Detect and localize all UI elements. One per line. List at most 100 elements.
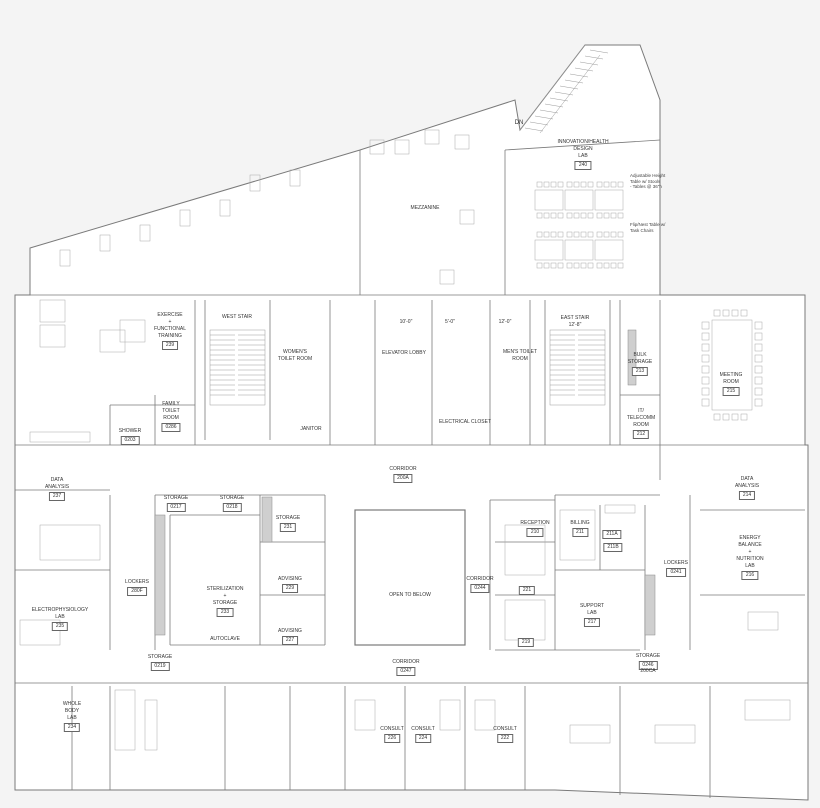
- room-number: 240: [574, 161, 592, 170]
- chair: [543, 181, 550, 188]
- table: [354, 699, 376, 731]
- chair: [617, 181, 624, 188]
- table: [534, 189, 564, 211]
- walls: [15, 139, 808, 798]
- exercise-machine: [289, 169, 301, 187]
- stair-tread: [554, 91, 574, 96]
- room-number: 229: [281, 584, 299, 593]
- room-number: 215: [722, 387, 740, 396]
- table: [564, 189, 594, 211]
- room-number: 227: [281, 636, 299, 645]
- chair: [731, 413, 739, 421]
- room-number: 280F: [127, 587, 147, 596]
- chair: [701, 343, 710, 352]
- desk: [559, 509, 596, 561]
- room-name: BILLING: [570, 520, 590, 526]
- room-name: CORRIDOR: [389, 466, 417, 472]
- room-room-219: 219: [517, 637, 535, 647]
- room-name: STERILIZATION + STORAGE: [206, 586, 244, 606]
- chair: [580, 262, 587, 269]
- room-number: 0247: [396, 667, 416, 676]
- chair: [580, 212, 587, 219]
- table: [439, 699, 461, 731]
- room-elevator-lobby: ELEVATOR LOBBY: [382, 350, 426, 357]
- chair: [617, 231, 624, 238]
- chair: [701, 365, 710, 374]
- room-name: FAMILY TOILET ROOM: [162, 401, 180, 421]
- room-electrical-closet: ELECTRICAL CLOSET: [439, 419, 491, 426]
- seating: [394, 139, 410, 155]
- room-name: STORAGE: [219, 495, 245, 501]
- room-number: 0246: [638, 661, 658, 670]
- stair-tread: [559, 85, 579, 90]
- chair: [603, 212, 610, 219]
- exam-table: [114, 689, 136, 751]
- chair: [536, 212, 543, 219]
- room-number: 0244: [470, 584, 490, 593]
- room-corridor-0244: CORRIDOR 0244: [466, 576, 494, 593]
- room-name: ELECTRICAL CLOSET: [438, 419, 492, 425]
- exercise-machine: [119, 319, 146, 343]
- storage-0246-sublabel: 200CA: [640, 668, 656, 674]
- seating: [369, 139, 385, 155]
- chair: [617, 262, 624, 269]
- room-name: ADVISING: [278, 628, 302, 634]
- room-number: 0241: [666, 568, 686, 577]
- chair: [587, 231, 594, 238]
- table: [747, 611, 779, 631]
- stair-tread: [529, 121, 549, 126]
- room-number: 0286: [161, 423, 181, 432]
- chair: [603, 231, 610, 238]
- room-number: 200A: [393, 474, 413, 483]
- room-womens-toilet: WOMEN'S TOILET ROOM: [278, 349, 312, 363]
- chair: [731, 309, 739, 317]
- table: [504, 524, 546, 576]
- room-advising-227: ADVISING 227: [278, 628, 302, 645]
- room-autoclave: AUTOCLAVE: [210, 636, 240, 643]
- chair: [722, 413, 730, 421]
- room-number: 235: [51, 622, 69, 631]
- room-number: 213: [631, 367, 649, 376]
- room-family-toilet: FAMILY TOILET ROOM 0286: [161, 401, 181, 432]
- seating: [454, 134, 470, 150]
- exercise-machine: [179, 209, 191, 227]
- counter: [744, 699, 791, 721]
- chair: [754, 398, 763, 407]
- room-name: MEZZANINE: [410, 205, 440, 211]
- chair: [754, 343, 763, 352]
- room-name: LOCKERS: [664, 560, 688, 566]
- room-meeting-room: MEETING ROOM 215: [719, 372, 743, 396]
- chair: [617, 212, 624, 219]
- chair: [543, 231, 550, 238]
- table: [564, 239, 594, 261]
- chair: [587, 262, 594, 269]
- room-number: 234: [63, 723, 81, 732]
- room-name: MEETING ROOM: [719, 372, 743, 385]
- room-name: RECEPTION: [520, 520, 550, 526]
- room-name: EAST STAIR 12'-8": [560, 315, 590, 328]
- chair: [603, 181, 610, 188]
- exercise-machine: [99, 329, 126, 353]
- chair: [550, 262, 557, 269]
- chair: [701, 321, 710, 330]
- room-number: 0203: [120, 436, 140, 445]
- room-name: JANITOR: [300, 426, 322, 432]
- chair: [701, 354, 710, 363]
- room-name: ELEVATOR LOBBY: [382, 350, 426, 356]
- chair: [596, 231, 603, 238]
- room-name: STORAGE: [147, 654, 173, 660]
- chair: [573, 181, 580, 188]
- bench: [29, 431, 91, 443]
- open-to-below-area: [354, 509, 466, 646]
- room-number: 237: [48, 492, 66, 501]
- chair: [543, 262, 550, 269]
- room-name: CORRIDOR: [466, 576, 494, 582]
